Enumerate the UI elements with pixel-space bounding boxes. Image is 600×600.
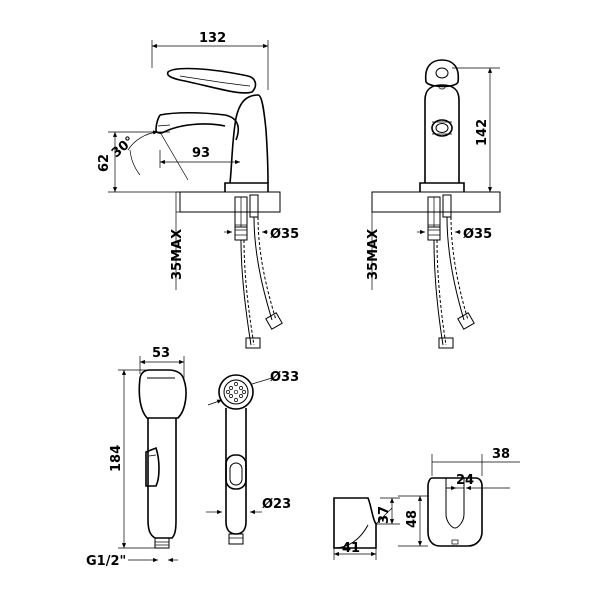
faucet-front-view: 142 Ø35 35MAX [366, 59, 501, 349]
dim-41: 41 [342, 541, 360, 556]
counter-slab-right [371, 191, 501, 213]
holder-front-view: 38 24 48 [398, 447, 520, 547]
dim-48: 48 [405, 510, 420, 528]
dim-62: 62 [97, 154, 112, 172]
counter-slab-left [179, 191, 281, 213]
dim-dia33: Ø33 [270, 370, 299, 385]
dim-142: 142 [475, 119, 490, 146]
dim-132: 132 [199, 31, 226, 46]
dim-30-angle: 30° [109, 134, 137, 161]
hand-shower-front-view: Ø33 Ø23 [206, 370, 299, 545]
dim-35max-right: 35MAX [366, 229, 381, 280]
dim-53: 53 [152, 346, 170, 361]
dim-35max-left: 35MAX [170, 229, 185, 280]
hand-shower-side-view: 53 184 G1/2" [86, 346, 187, 569]
dim-dia23: Ø23 [262, 497, 291, 512]
dim-93: 93 [192, 146, 210, 161]
dim-dia35-right: Ø35 [463, 227, 492, 242]
dim-38: 38 [492, 447, 510, 462]
dim-thread-g12: G1/2" [86, 554, 126, 569]
dim-37: 37 [377, 506, 392, 524]
faucet-side-view: 132 93 62 30° Ø35 35MAX [97, 31, 299, 349]
holder-side-view: 37 41 [333, 497, 400, 560]
dim-24: 24 [456, 473, 474, 488]
dim-dia35-left: Ø35 [270, 227, 299, 242]
dim-184: 184 [109, 445, 124, 472]
